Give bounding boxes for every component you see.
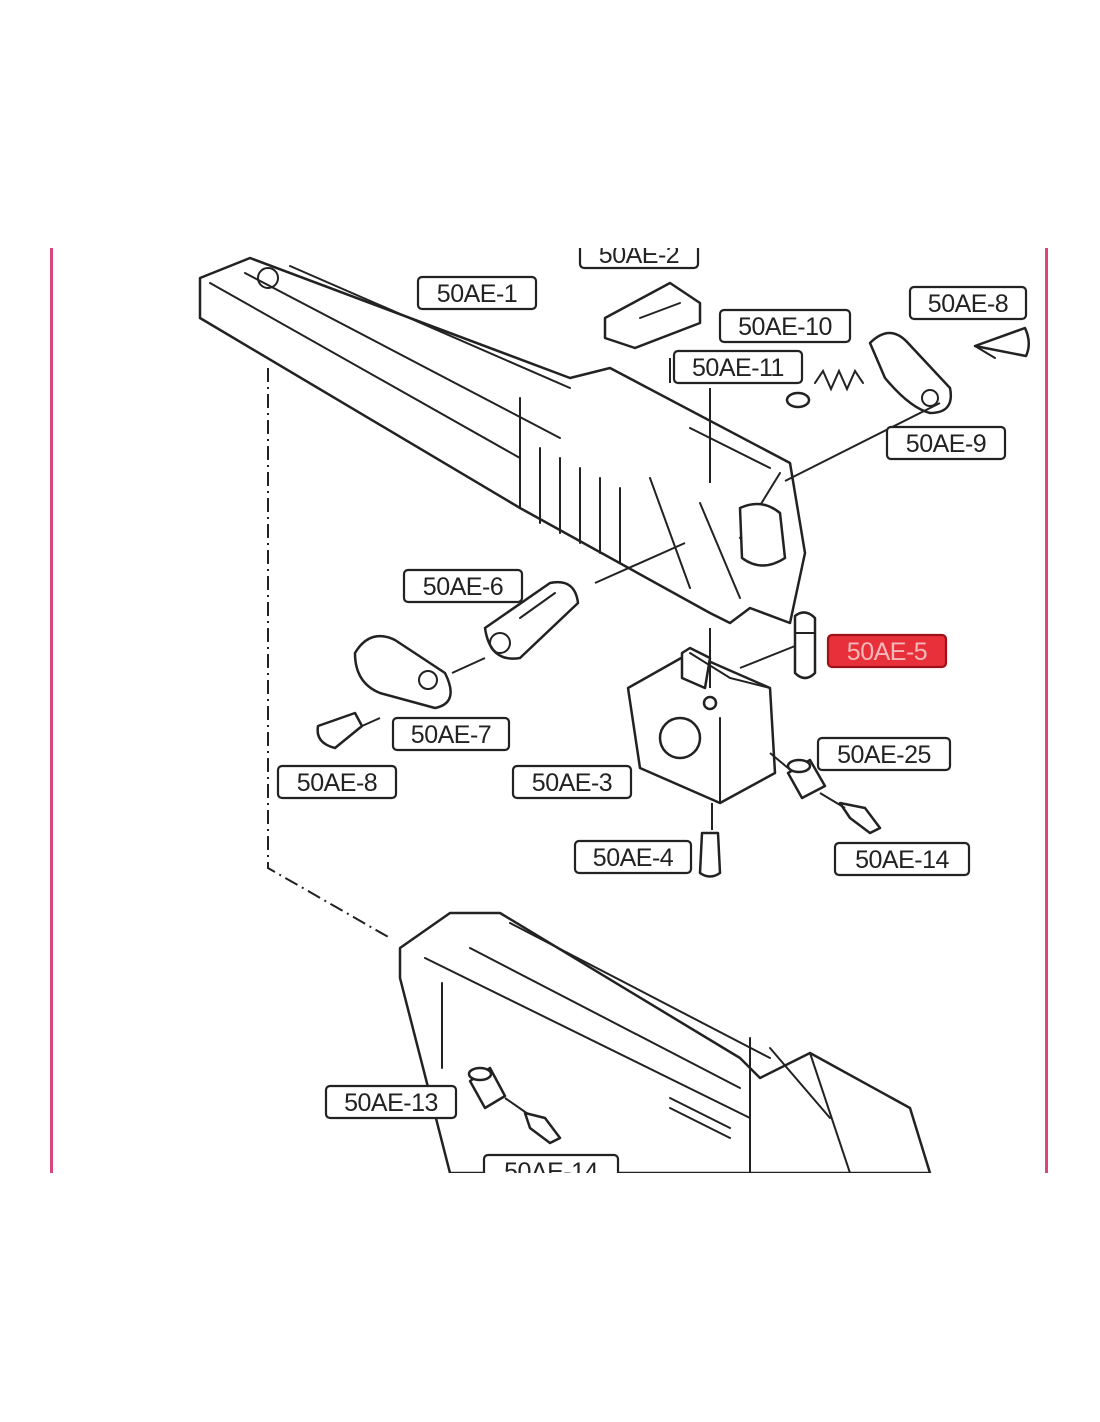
label-50ae-6: 50AE-6: [402, 568, 524, 604]
label-text: 50AE-8: [928, 290, 1008, 318]
slide-part: [198, 256, 807, 625]
label-text: 50AE-6: [423, 573, 503, 601]
assembly-axis: [267, 368, 391, 939]
screw-middle: [838, 801, 882, 835]
screw-bottom: [698, 831, 722, 878]
label-text: 50AE-5: [847, 638, 927, 666]
extractor-part: [868, 331, 953, 415]
label-text: 50AE-13: [344, 1089, 438, 1117]
label-50ae-25: 50AE-25: [816, 736, 952, 772]
screw-top-right: [973, 326, 1030, 359]
leader-p9: [784, 402, 941, 482]
label-50ae-14-lower: 50AE-14: [482, 1153, 620, 1173]
label-50ae-5-highlighted: 50AE-5: [826, 633, 948, 669]
breech-block-part: [626, 646, 777, 805]
screw-left: [316, 711, 364, 750]
leader-p6: [594, 542, 686, 584]
label-50ae-4: 50AE-4: [573, 839, 693, 875]
spring-part: [785, 368, 864, 409]
label-text: 50AE-1: [437, 280, 517, 308]
pin-part: [793, 611, 817, 680]
label-text: 50AE-3: [532, 769, 612, 797]
label-text: 50AE-2: [599, 248, 679, 269]
label-50ae-2: 50AE-2: [578, 248, 700, 270]
bushing-part: [786, 758, 827, 800]
label-50ae-8-left: 50AE-8: [276, 764, 398, 800]
label-50ae-8-top: 50AE-8: [908, 285, 1028, 321]
label-text: 50AE-9: [906, 430, 986, 458]
diagram-frame: 50AE-1 50AE-2 50AE-8 50AE-10 50AE-11 50A…: [50, 248, 1048, 1173]
label-50ae-9: 50AE-9: [885, 425, 1007, 461]
bushing-lower-part: [467, 1066, 507, 1110]
lower-slide-part: [398, 911, 932, 1173]
leader-p5: [739, 645, 796, 669]
label-text: 50AE-11: [692, 354, 784, 382]
label-text: 50AE-14: [504, 1158, 598, 1173]
leader-p25: [769, 752, 789, 769]
label-50ae-11: 50AE-11: [672, 349, 804, 385]
exploded-parts-diagram: 50AE-1 50AE-2 50AE-8 50AE-10 50AE-11 50A…: [198, 248, 1030, 1173]
cover-plate-part: [353, 634, 452, 710]
label-text: 50AE-7: [411, 721, 491, 749]
leader-p14: [819, 792, 846, 809]
leader-p8: [361, 717, 381, 727]
label-text: 50AE-14: [855, 846, 949, 874]
label-text: 50AE-25: [837, 741, 931, 769]
firing-pin-part: [483, 580, 580, 660]
label-50ae-3: 50AE-3: [511, 764, 633, 800]
leader-p14b: [504, 1097, 529, 1115]
leader-p7: [451, 657, 486, 674]
label-50ae-10: 50AE-10: [718, 308, 852, 344]
frame-left-border: [50, 248, 53, 1173]
label-50ae-13: 50AE-13: [324, 1084, 458, 1120]
label-text: 50AE-8: [297, 769, 377, 797]
frame-right-border: [1045, 248, 1048, 1173]
screw-lower: [523, 1111, 562, 1145]
label-50ae-14-middle: 50AE-14: [833, 841, 971, 877]
label-text: 50AE-4: [593, 844, 674, 872]
rear-sight-part: [603, 281, 702, 350]
label-50ae-7: 50AE-7: [391, 716, 511, 752]
label-text: 50AE-10: [738, 313, 832, 341]
label-50ae-1: 50AE-1: [416, 275, 538, 311]
